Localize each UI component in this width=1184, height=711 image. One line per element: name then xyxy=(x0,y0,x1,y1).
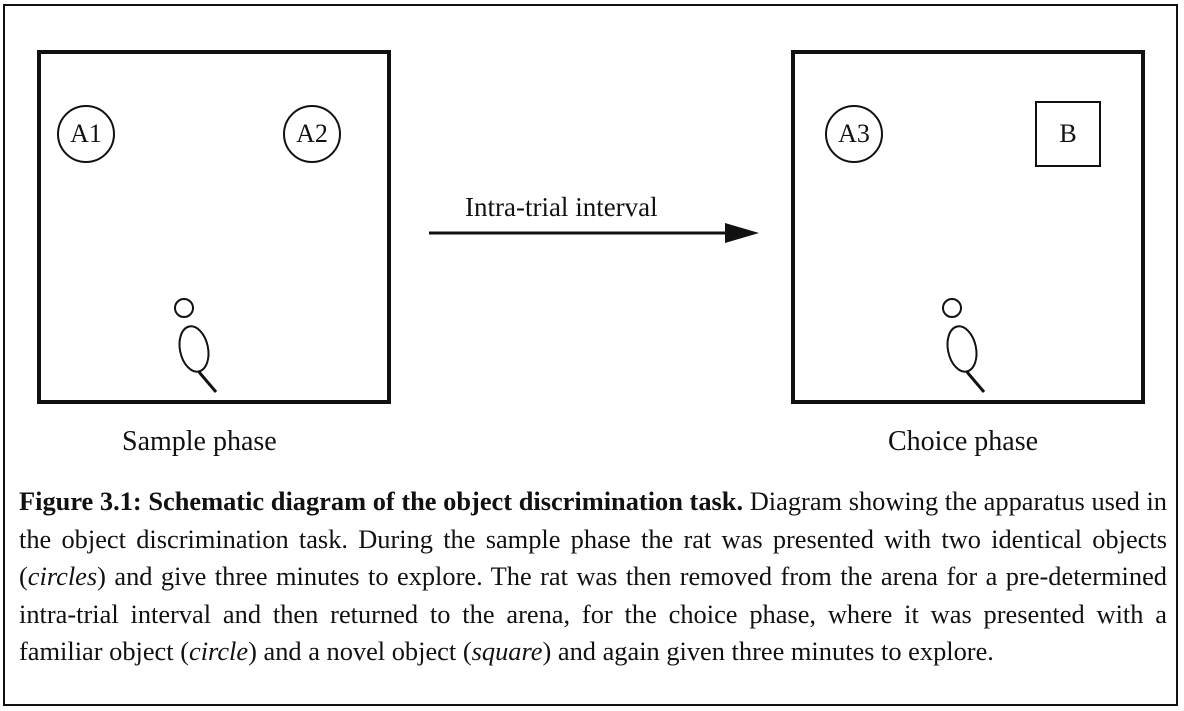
caption-title: Figure 3.1: Schematic diagram of the obj… xyxy=(19,486,744,516)
caption-text: ) and a novel object ( xyxy=(248,636,472,666)
object-a2-label: A2 xyxy=(296,119,328,148)
caption-text: ) and again given three minutes to explo… xyxy=(542,636,994,666)
figure-caption: Figure 3.1: Schematic diagram of the obj… xyxy=(19,483,1167,671)
caption-emphasis: circles xyxy=(27,561,98,591)
caption-text: ) and give three minutes to explore. The… xyxy=(19,561,1167,666)
choice-arena: A3 B xyxy=(791,50,1145,404)
object-a2-circle: A2 xyxy=(283,105,341,163)
caption-emphasis: circle xyxy=(189,636,249,666)
object-a1-circle: A1 xyxy=(57,105,115,163)
sample-arena: A1 A2 xyxy=(37,50,391,404)
object-b-label: B xyxy=(1059,119,1077,148)
object-a1-label: A1 xyxy=(70,119,102,148)
object-a3-circle: A3 xyxy=(825,105,883,163)
sample-phase-label: Sample phase xyxy=(122,426,277,457)
figure-frame: A1 A2 Intra-trial interval A3 B Sample p… xyxy=(3,4,1178,706)
interval-label: Intra-trial interval xyxy=(465,192,658,222)
caption-text: Diagram showing the apparatus used in th… xyxy=(19,486,1167,591)
object-a3-label: A3 xyxy=(838,119,870,148)
rat-icon xyxy=(942,298,986,393)
rat-icon xyxy=(174,298,218,393)
choice-phase-label: Choice phase xyxy=(888,426,1039,457)
object-b-square: B xyxy=(1035,101,1101,167)
caption-emphasis: square xyxy=(471,636,543,666)
arrow-right-icon xyxy=(429,223,759,243)
